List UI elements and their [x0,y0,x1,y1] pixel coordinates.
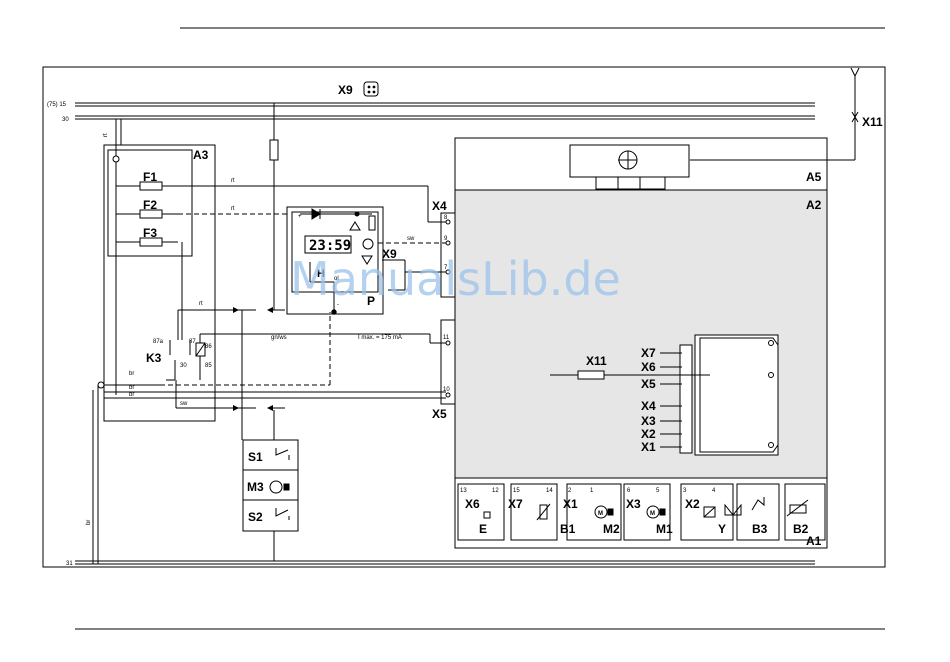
rail-label-31: 31 [66,561,73,567]
fuse-f3-label: F3 [143,226,157,240]
rail-label-15: (75) 15 [47,102,67,108]
component-m2: M2 [603,522,620,536]
x11-antenna [690,68,859,160]
wire-br-4: br [86,520,92,525]
relay-pin-85: 85 [205,363,212,369]
timer-plus: + [298,214,302,220]
bottom-symbols [484,497,808,520]
ecu-connector-x7-label: X7 [641,346,656,360]
fuse-f1-label: F1 [143,170,157,184]
terminal-15: 15 [513,488,520,494]
wire-br-2: br [129,385,134,391]
wire-rt-relay: rt [199,301,203,307]
relay-k3 [166,310,430,408]
terminal-5: 5 [656,488,660,494]
terminal-12: 12 [492,488,499,494]
wire-rt-3: rt [103,133,109,137]
wire-br-3: br [129,392,134,398]
terminal-6: 6 [627,488,631,494]
imax-label: I max. = 175 mA [358,335,402,341]
component-m1: M1 [656,522,673,536]
relay-pin-86: 86 [205,344,212,350]
component-b1: B1 [560,522,576,536]
component-e: E [479,522,487,536]
a5-label: A5 [806,170,822,184]
bottom-x6-label: X6 [465,497,480,511]
a3-label: A3 [193,148,209,162]
ecu-connector-x3-label: X3 [641,414,656,428]
component-y: Y [718,522,726,536]
a2-label: A2 [806,198,822,212]
terminal-3: 3 [683,488,687,494]
fuse-f2-label: F2 [143,198,157,212]
x9-top-label: X9 [338,83,353,97]
component-b3: B3 [752,522,768,536]
bottom-x2-label: X2 [685,497,700,511]
watermark: ManualsLib.de [290,252,621,306]
relay-k3-label: K3 [146,351,162,365]
a1-label: A1 [806,534,822,548]
x5-pin-11: 11 [443,335,450,341]
bottom-x7-label: X7 [508,497,523,511]
rail-label-30: 30 [62,117,69,123]
wire-gnws: gn/ws [271,335,287,341]
switch-s2-label: S2 [248,510,263,524]
wire-br-1: br [129,371,134,377]
x9-connector-icon [364,82,378,96]
motor-m2-letter: M [598,511,603,517]
wire-rt-2: rt [231,206,235,212]
switch-s1-label: S1 [248,450,263,464]
switch-unit-symbols [270,448,289,520]
ecu-connector-x1-label: X1 [641,440,656,454]
a5-module [570,145,689,177]
terminal-14: 14 [546,488,553,494]
x4-label: X4 [432,199,447,213]
terminal-1: 1 [590,488,594,494]
relay-pin-30: 30 [180,363,187,369]
wire-sw-2: sw [407,236,415,242]
x5-label: X5 [432,407,447,421]
terminal-2: 2 [568,488,572,494]
bottom-x1-label: X1 [563,497,578,511]
x11-top-label: X11 [862,115,883,129]
bottom-x3-label: X3 [626,497,641,511]
wire-sw-1: sw [180,401,188,407]
relay-pin-87a: 87a [153,339,164,345]
wire-rt-1: rt [231,178,235,184]
ecu-connector-x6-label: X6 [641,360,656,374]
terminal-13: 13 [460,488,467,494]
terminal-4: 4 [712,488,716,494]
x5-pin-10: 10 [443,387,450,393]
relay-pin-87: 87 [189,339,196,345]
ecu-connector-x5-label: X5 [641,377,656,391]
ecu-x11-label: X11 [586,354,607,368]
ground-wiring [93,312,446,564]
motor-m1-letter: M [650,511,655,517]
motor-m3-label: M3 [247,480,264,494]
ecu-connector-x2-label: X2 [641,427,656,441]
ecu-connector-x4-label: X4 [641,399,656,413]
